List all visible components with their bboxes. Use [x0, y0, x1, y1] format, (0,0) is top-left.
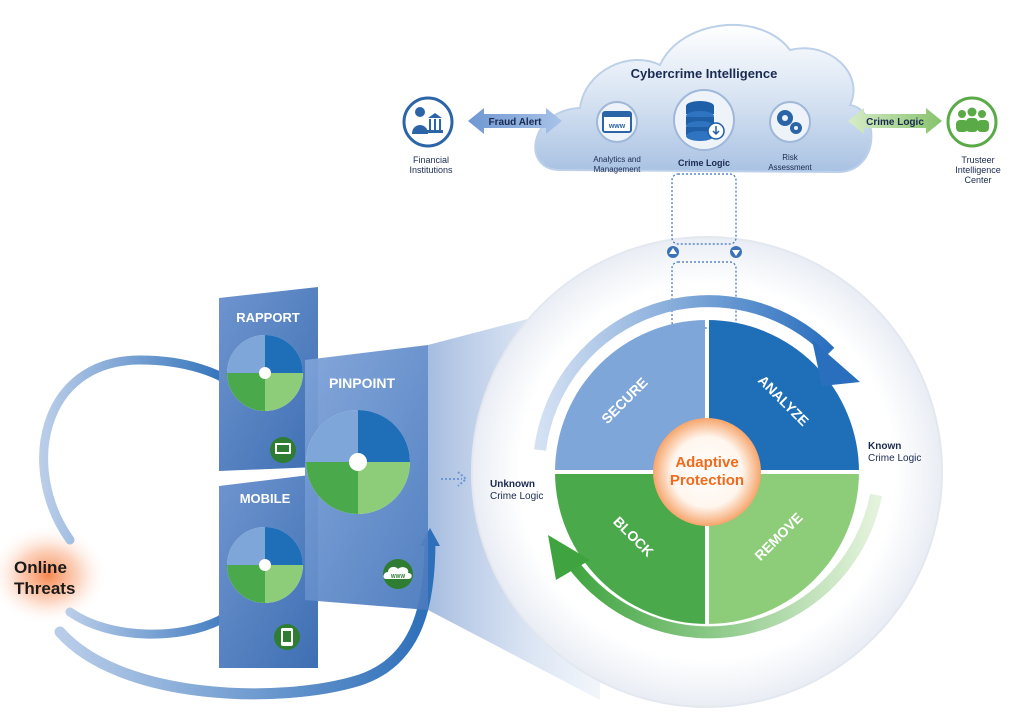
- people-group-icon: [946, 96, 998, 148]
- online-threats-line2: Threats: [14, 579, 75, 598]
- center-label-line1: Adaptive: [675, 454, 738, 471]
- block-arrowhead: [548, 535, 590, 580]
- unknown-label-bold: Unknown: [490, 479, 535, 490]
- fraud-alert-label: Fraud Alert: [489, 117, 543, 128]
- cloud-title: Cybercrime Intelligence: [631, 66, 778, 81]
- pinpoint-panel: [305, 345, 428, 610]
- cloud-www-text: WWW: [391, 574, 405, 580]
- www-window-text: www: [608, 123, 626, 130]
- risk-label-line1: Risk: [782, 153, 799, 162]
- crime-logic-arrow: [848, 108, 942, 134]
- www-window-icon: www: [596, 101, 638, 143]
- analyze-arrowhead: [812, 340, 860, 386]
- dotted-pointer-arrow: [441, 471, 468, 487]
- known-to-unknown-arc: [565, 493, 882, 639]
- gears-icon: [769, 101, 811, 143]
- adaptive-protection-center: [653, 418, 761, 526]
- up-arrow-icon: [667, 246, 679, 258]
- mobile-panel: [219, 474, 318, 668]
- dotted-connector-bottom: [671, 261, 737, 329]
- financial-institutions-line2: Institutions: [409, 165, 453, 175]
- bank-user-icon: [402, 96, 454, 148]
- trusteer-line2: Intelligence: [955, 165, 1001, 175]
- risk-label-line2: Assessment: [768, 163, 812, 172]
- mobile-phone-icon: [274, 624, 300, 650]
- threat-swoosh-rapport: [39, 355, 237, 545]
- trusteer-line1: Trusteer: [961, 155, 994, 165]
- analytics-label-line1: Analytics and: [593, 155, 641, 164]
- pinpoint-title: PINPOINT: [329, 375, 396, 391]
- crime-logic-cloud-label: Crime Logic: [678, 158, 730, 168]
- dotted-connector-top: [671, 173, 737, 245]
- known-label-normal: Crime Logic: [868, 453, 921, 464]
- rapport-panel: [219, 287, 318, 471]
- unknown-label-normal: Crime Logic: [490, 491, 543, 502]
- rapport-title: RAPPORT: [236, 310, 300, 325]
- analytics-label-line2: Management: [594, 165, 641, 174]
- database-icon: [673, 89, 735, 151]
- monitor-icon: [270, 437, 296, 463]
- center-label-line2: Protection: [670, 472, 744, 489]
- down-arrow-icon: [730, 246, 742, 258]
- unknown-to-known-arc: [534, 295, 835, 451]
- financial-institutions-line1: Financial: [413, 155, 449, 165]
- trusteer-line3: Center: [964, 175, 991, 185]
- crime-logic-arrow-label: Crime Logic: [866, 117, 924, 128]
- threat-glow: [0, 525, 108, 625]
- fraud-alert-arrow: [468, 108, 562, 134]
- known-label-bold: Known: [868, 441, 901, 452]
- mobile-title: MOBILE: [240, 491, 291, 506]
- cloud-www-icon: WWW: [383, 559, 413, 589]
- online-threats-line1: Online: [14, 558, 67, 577]
